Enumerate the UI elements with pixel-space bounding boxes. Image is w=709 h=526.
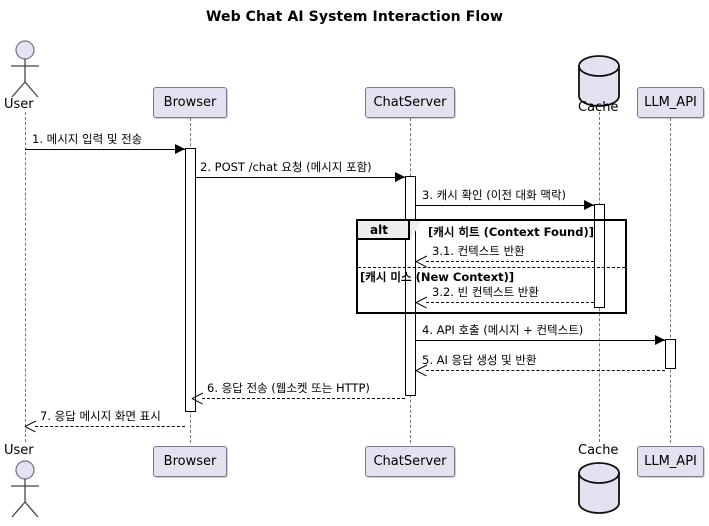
activation-cache [594, 204, 605, 308]
alt-branch-divider [358, 267, 625, 268]
message-label-4: 4. API 호출 (메시지 + 컨텍스트) [422, 323, 584, 337]
alt-fragment-operator-tab: alt [358, 221, 410, 240]
participant-box-llm-api-top[interactable]: LLM_API [637, 87, 704, 118]
participant-label-chatserver-bottom: ChatServer [373, 454, 447, 469]
actor-user-top[interactable] [3, 40, 47, 98]
message-label-7: 7. 응답 메시지 화면 표시 [40, 409, 161, 423]
alt-condition-2: [캐시 미스 (New Context)] [360, 270, 515, 284]
message-arrowhead-2 [395, 172, 405, 182]
message-label-3: 3. 캐시 확인 (이전 대화 맥락) [422, 188, 567, 202]
message-line-3-1 [426, 261, 594, 262]
message-label-5: 5. AI 응답 생성 및 반환 [422, 353, 537, 367]
participant-box-chatserver-bottom[interactable]: ChatServer [365, 446, 455, 477]
message-arrowhead-3-2 [416, 297, 427, 307]
activation-llm-api [665, 339, 676, 369]
participant-label-chatserver-top: ChatServer [373, 95, 447, 110]
participant-box-llm-api-bottom[interactable]: LLM_API [637, 446, 704, 477]
message-label-2: 2. POST /chat 요청 (메시지 포함) [200, 160, 372, 174]
participant-label-llm-api-bottom: LLM_API [644, 454, 697, 469]
message-arrowhead-7 [25, 421, 36, 431]
message-line-2 [196, 177, 405, 178]
diagram-title: Web Chat AI System Interaction Flow [205, 9, 504, 25]
lifeline-llm-api [670, 118, 671, 443]
actor-icon [11, 40, 39, 98]
participant-label-user-top: User [4, 97, 34, 112]
alt-condition-1: [캐시 히트 (Context Found)] [428, 225, 594, 239]
cylinder-icon [578, 55, 620, 107]
message-line-3-2 [426, 302, 594, 303]
message-arrowhead-4 [655, 335, 665, 345]
message-label-3-2: 3.2. 빈 컨텍스트 반환 [432, 285, 539, 299]
alt-fragment-frame [356, 219, 627, 314]
message-line-6 [202, 398, 405, 399]
message-arrowhead-3-1 [416, 256, 427, 266]
alt-tab-corner [410, 221, 421, 241]
message-line-5 [426, 370, 665, 371]
participant-label-browser-top: Browser [163, 95, 217, 110]
participant-label-user-bottom: User [4, 443, 34, 458]
message-line-3 [416, 205, 594, 206]
participant-box-chatserver-top[interactable]: ChatServer [365, 87, 455, 118]
database-icon-cache-top[interactable] [576, 55, 622, 107]
message-arrowhead-6 [192, 393, 203, 403]
participant-box-browser-bottom[interactable]: Browser [153, 446, 227, 477]
message-line-7 [35, 426, 185, 427]
activation-browser [185, 148, 196, 412]
participant-label-browser-bottom: Browser [163, 454, 217, 469]
actor-icon [11, 460, 39, 518]
message-label-3-1: 3.1. 컨텍스트 반환 [432, 244, 525, 258]
participant-box-browser-top[interactable]: Browser [153, 87, 227, 118]
participant-label-cache-bottom: Cache [578, 443, 619, 458]
database-icon-cache-bottom[interactable] [576, 462, 622, 514]
participant-label-llm-api-top: LLM_API [644, 95, 697, 110]
message-arrowhead-5 [416, 365, 427, 375]
message-line-4 [416, 340, 665, 341]
actor-user-bottom[interactable] [3, 460, 47, 518]
alt-operator-label: alt [370, 222, 388, 237]
activation-chatserver [405, 176, 416, 396]
message-label-1: 1. 메시지 입력 및 전송 [32, 132, 143, 146]
message-arrowhead-3 [584, 200, 594, 210]
message-label-6: 6. 응답 전송 (웹소켓 또는 HTTP) [207, 381, 370, 395]
message-line-1 [25, 149, 185, 150]
message-arrowhead-1 [175, 144, 185, 154]
participant-label-cache-top: Cache [578, 100, 619, 115]
lifeline-user [25, 112, 26, 442]
cylinder-icon [578, 462, 620, 514]
